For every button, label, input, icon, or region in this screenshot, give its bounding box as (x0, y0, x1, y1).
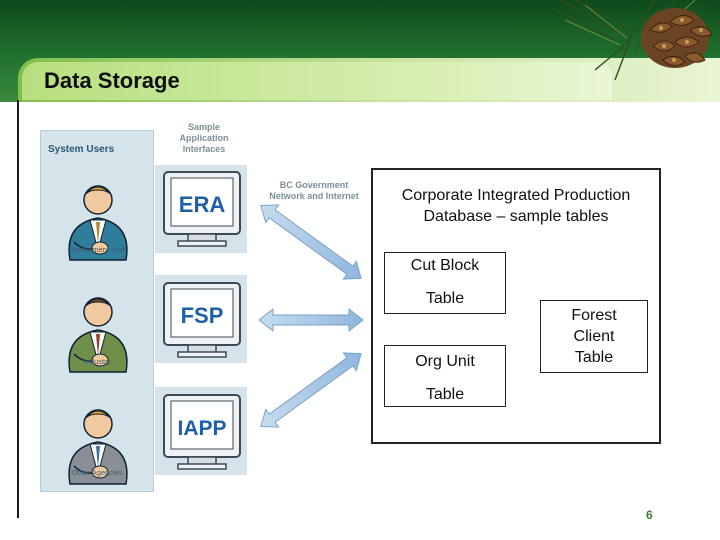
pinecone-image (555, 0, 720, 80)
app-name-era: ERA (179, 192, 226, 217)
forest-client-table-box (540, 300, 648, 373)
user-label-government-staff: Government Staff (67, 245, 127, 254)
sample-application-interfaces-label: Sample Application Interfaces (179, 122, 229, 154)
panel-title: System Users (48, 144, 115, 155)
fsp-monitor-icon: FSP (163, 282, 241, 358)
app-name-fsp: FSP (181, 303, 224, 328)
industry-icon (68, 297, 128, 373)
title-bar (22, 62, 612, 100)
cut-block-table-box (384, 252, 506, 314)
org-unit-table-box (384, 345, 506, 407)
era-monitor-icon: ERA (163, 171, 241, 247)
government-staff-icon (68, 185, 128, 261)
org-unit-table-line1: Org Unit (415, 353, 475, 370)
network-label: BC Government Network and Internet (269, 180, 359, 201)
page-title: Data Storage (44, 68, 180, 93)
cut-block-table-line2: Table (425, 290, 465, 307)
iapp-monitor-icon: IAPP (163, 394, 241, 470)
page-number: 6 (646, 508, 653, 522)
arrow-era-network (260, 204, 362, 280)
app-name-iapp: IAPP (177, 417, 226, 440)
arrow-iapp-network (260, 352, 362, 428)
arrow-fsp-network (258, 307, 364, 333)
connection-arrows (258, 204, 364, 428)
other-agencies-icon (68, 409, 128, 485)
user-label-industry: Industry (83, 357, 111, 366)
forest-client-table-text: Forest Client Table (571, 307, 617, 366)
database-title: Corporate Integrated Production Database… (401, 187, 631, 225)
left-rule (17, 100, 19, 518)
user-label-other-agencies: Other Agencies (71, 468, 123, 477)
cut-block-table-line1: Cut Block (410, 257, 480, 274)
org-unit-table-line2: Table (425, 386, 465, 403)
